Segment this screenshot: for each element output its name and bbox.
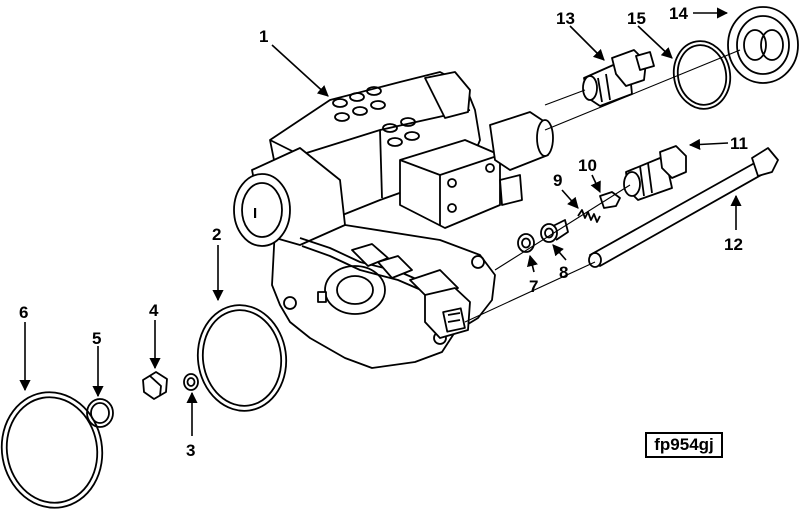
pump-assembly-part-1: I xyxy=(233,71,554,369)
o-ring-part-5 xyxy=(86,398,114,428)
callout-5: 5 xyxy=(92,329,101,348)
callout-11: 11 xyxy=(730,134,748,153)
callout-3: 3 xyxy=(186,441,195,460)
rod-part-12 xyxy=(588,147,779,268)
o-ring-part-2 xyxy=(196,304,288,412)
washer-part-7 xyxy=(517,233,535,253)
callout-15: 15 xyxy=(627,9,646,28)
callout-4: 4 xyxy=(149,301,159,320)
fitting-part-11 xyxy=(623,145,687,201)
callout-leaders xyxy=(19,7,742,436)
callout-2: 2 xyxy=(212,225,221,244)
callout-14: 14 xyxy=(669,4,688,23)
callout-labels: 1 2 3 4 5 6 7 8 9 10 11 12 13 14 15 xyxy=(19,4,748,460)
callout-6: 6 xyxy=(19,303,28,322)
valve-part-13 xyxy=(582,49,655,107)
callout-12: 12 xyxy=(724,235,743,254)
svg-text:I: I xyxy=(253,205,257,222)
washer-part-3 xyxy=(183,373,199,391)
callout-10: 10 xyxy=(578,156,597,175)
callout-7: 7 xyxy=(529,277,538,296)
o-ring-part-15 xyxy=(672,40,732,110)
o-ring-part-6 xyxy=(0,391,104,509)
plunger-part-10 xyxy=(599,191,621,209)
callout-1: 1 xyxy=(259,27,268,46)
key-clip-part-4 xyxy=(142,371,168,400)
callout-8: 8 xyxy=(559,263,568,282)
spring-part-9 xyxy=(577,209,601,223)
callout-13: 13 xyxy=(556,9,575,28)
assembly-axis-lines xyxy=(464,49,741,323)
figure-id-label: fp954gj xyxy=(645,432,723,458)
cover-part-14 xyxy=(727,6,799,84)
callout-9: 9 xyxy=(553,171,562,190)
